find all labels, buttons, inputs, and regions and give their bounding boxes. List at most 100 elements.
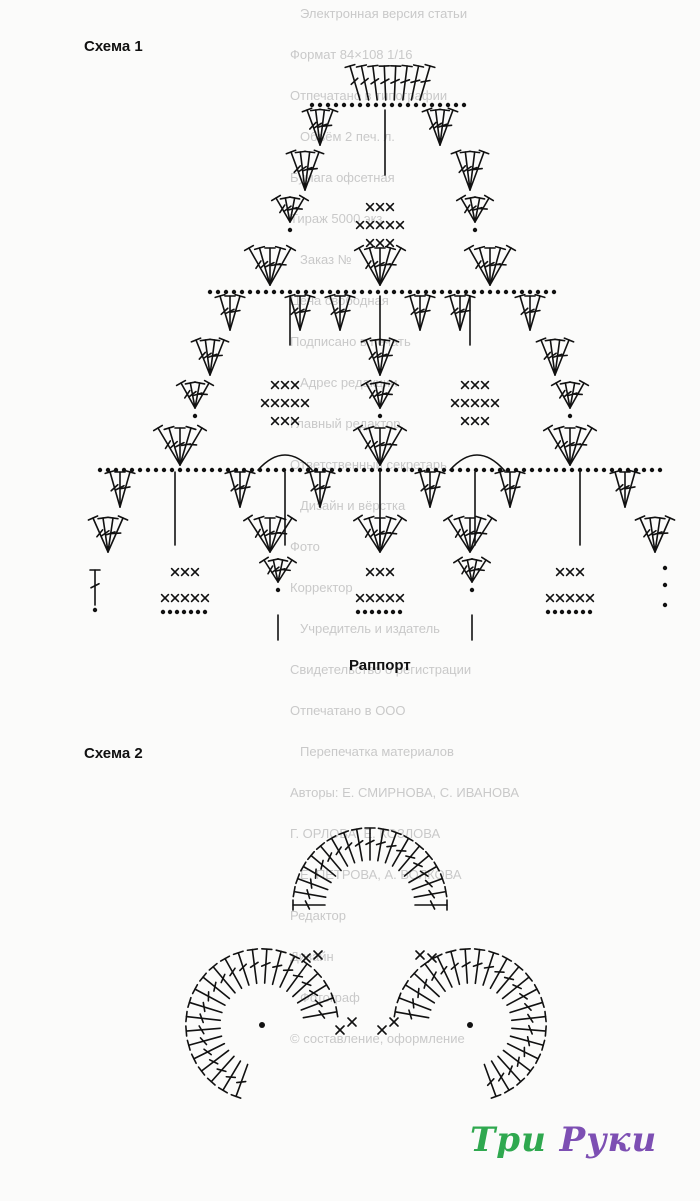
double-crochet-stitch (352, 424, 381, 466)
bleed-line: Адрес редакции (300, 375, 398, 390)
chain-dot (662, 582, 668, 588)
double-crochet-stitch (292, 885, 327, 900)
single-crochet-stitch (375, 593, 385, 603)
double-crochet-stitch (542, 424, 571, 466)
chain-dot (455, 289, 461, 295)
chain-dot (437, 102, 443, 108)
chain-dot (351, 289, 357, 295)
chain-row (545, 609, 593, 615)
double-crochet-stitch (389, 64, 402, 101)
stitch-cluster (353, 244, 407, 286)
double-crochet-stitch (269, 514, 297, 553)
chain-dot (457, 467, 463, 473)
chain-dot (239, 289, 245, 295)
chain-dot (297, 467, 303, 473)
double-crochet-stitch (243, 244, 271, 286)
chain-dot (255, 289, 261, 295)
chain-dot (376, 609, 382, 615)
chain-dot (461, 102, 467, 108)
stitch-cluster (535, 337, 575, 376)
chain-dot (375, 289, 381, 295)
chain-dot (333, 102, 339, 108)
chain-dot (495, 289, 501, 295)
double-crochet-stitch (89, 569, 101, 606)
single-crochet-stitch (385, 238, 395, 248)
double-crochet-stitch (105, 516, 119, 553)
double-crochet-stitch (363, 515, 381, 553)
double-crochet-stitch (375, 827, 390, 862)
rapport-label: Раппорт (349, 657, 411, 674)
chain-dot (489, 467, 495, 473)
chain-dot (161, 467, 167, 473)
double-crochet-stitch (496, 962, 524, 994)
double-crochet-stitch (253, 515, 271, 553)
double-crochet-stitch (445, 949, 461, 986)
chain-dot (309, 102, 315, 108)
double-crochet-stitch (187, 996, 223, 1014)
double-crochet-stitch (355, 64, 370, 101)
chain-dot (601, 467, 607, 473)
chain-dot (569, 467, 575, 473)
single-crochet-stitch (389, 1017, 399, 1027)
double-crochet-stitch (609, 469, 626, 508)
chain-dot (263, 289, 269, 295)
double-crochet-stitch (338, 830, 356, 864)
chain-row (355, 609, 403, 615)
double-crochet-stitch (319, 469, 336, 508)
chain-dot (174, 609, 180, 615)
double-crochet-stitch (175, 379, 196, 409)
chain-dot (503, 289, 509, 295)
double-crochet-stitch (379, 245, 397, 286)
single-crochet-block (260, 380, 310, 426)
chain-dot (207, 289, 213, 295)
double-crochet-stitch (174, 427, 186, 466)
chain-dot (259, 1022, 265, 1028)
chain-dot (202, 609, 208, 615)
fan-stitch (452, 556, 492, 593)
chain-dot (367, 289, 373, 295)
double-crochet-stitch (360, 337, 381, 376)
left-ring (185, 948, 339, 1099)
single-crochet-stitch (450, 398, 460, 408)
double-crochet-stitch (260, 948, 273, 984)
chain-dot (289, 467, 295, 473)
single-crochet-stitch (460, 380, 470, 390)
double-crochet-stitch (269, 244, 297, 286)
double-crochet-stitch (300, 992, 336, 1011)
double-crochet-stitch (484, 247, 496, 286)
stitch-cluster (414, 469, 446, 508)
chain-dot (545, 609, 551, 615)
double-crochet-stitch (307, 850, 337, 877)
double-crochet-stitch (464, 517, 476, 553)
single-crochet-stitch (365, 202, 375, 212)
chain-dot (201, 467, 207, 473)
chain-dot (361, 467, 367, 473)
double-crochet-stitch (509, 996, 545, 1014)
double-crochet-stitch (363, 425, 381, 466)
double-crochet-stitch (467, 150, 481, 191)
double-crochet-stitch (569, 424, 598, 466)
fan-stitch (550, 379, 590, 419)
stitch-cluster (284, 293, 316, 331)
single-crochet-stitch (575, 593, 585, 603)
single-crochet-stitch (290, 398, 300, 408)
chain-dot (537, 467, 543, 473)
chain-dot (273, 467, 279, 473)
double-crochet-stitch (224, 469, 241, 508)
single-crochet-stitch (385, 567, 395, 577)
logo-word-1: Три (470, 1120, 547, 1160)
chain-dot (469, 587, 475, 593)
single-crochet-block (355, 202, 405, 248)
fan-stitch (455, 194, 495, 233)
single-crochet-stitch (415, 950, 425, 960)
chain-dot (580, 609, 586, 615)
single-crochet-stitch (190, 593, 200, 603)
double-crochet-stitch (554, 337, 575, 376)
bleed-line: Дизайн (290, 949, 334, 964)
double-crochet-stitch (379, 337, 400, 376)
single-crochet-stitch (565, 567, 575, 577)
stitch-cluster (285, 149, 325, 191)
chain-dot (463, 289, 469, 295)
chain-dot (271, 289, 277, 295)
chain-dot (279, 289, 285, 295)
